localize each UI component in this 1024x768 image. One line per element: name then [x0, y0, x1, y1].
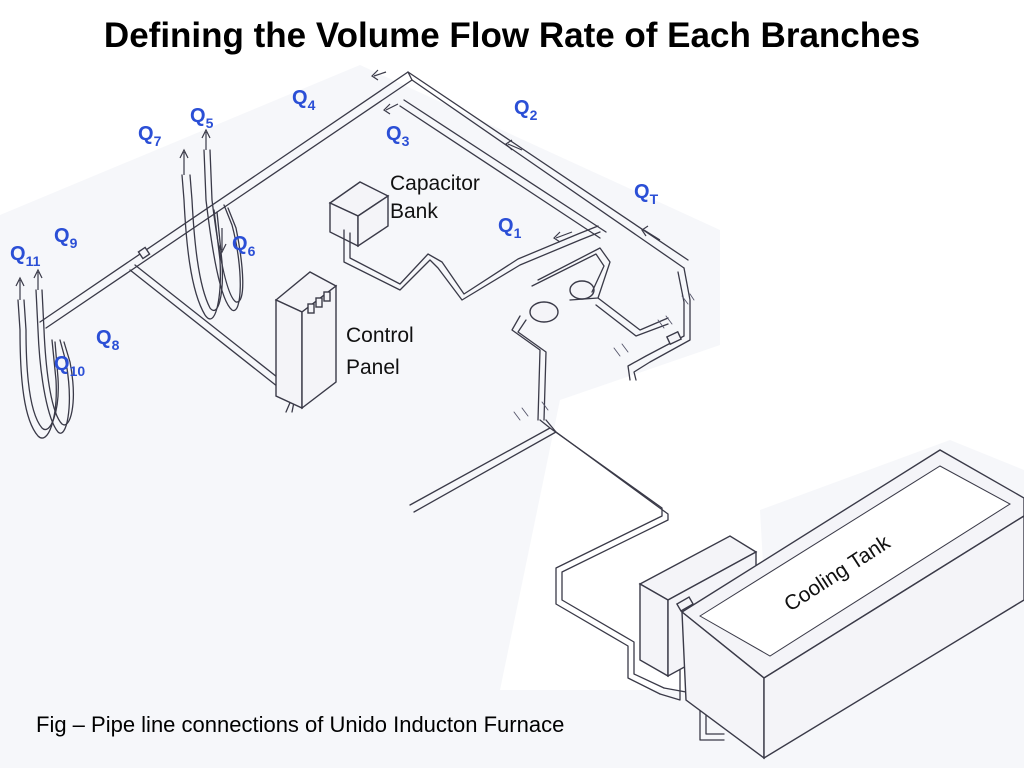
flow-label-q7: Q7 — [138, 123, 162, 149]
control-panel-label-line1: Control — [346, 324, 414, 347]
pump-assembly — [511, 247, 669, 421]
flow-label-q1: Q1 — [498, 215, 522, 241]
hose-loops-q9-q11 — [15, 268, 74, 439]
flow-label-q8: Q8 — [96, 327, 120, 353]
flow-label-q10: Q10 — [54, 353, 85, 379]
flow-label-q3: Q3 — [386, 123, 410, 149]
flow-label-q9: Q9 — [54, 225, 78, 251]
flow-label-q6: Q6 — [232, 233, 256, 259]
flow-label-q5: Q5 — [190, 105, 214, 131]
flow-label-q11: Q11 — [10, 243, 41, 269]
wall-brackets — [513, 293, 695, 421]
cooling-tank — [638, 449, 1024, 760]
page-title: Defining the Volume Flow Rate of Each Br… — [103, 16, 921, 55]
capacitor-bank-label-line2: Bank — [390, 200, 438, 223]
capacitor-bank-box — [328, 181, 601, 301]
flow-arrows — [371, 69, 661, 243]
flow-label-q4: Q4 — [292, 87, 316, 113]
flow-label-qt: QT — [634, 181, 659, 207]
capacitor-bank-label-line1: Capacitor — [390, 172, 480, 195]
figure-caption: Fig – Pipe line connections of Unido Ind… — [36, 712, 565, 737]
flow-labels: Q4 Q2 Q5 Q7 Q3 QT Q1 Q9 Q11 Q6 Q8 Q10 — [10, 87, 659, 379]
hose-loops-q5-q7 — [179, 128, 244, 320]
control-panel-label-line2: Panel — [346, 356, 400, 379]
flow-label-q2: Q2 — [514, 97, 538, 123]
control-panel-cabinet — [274, 271, 338, 410]
main-header-pipes — [39, 71, 689, 413]
